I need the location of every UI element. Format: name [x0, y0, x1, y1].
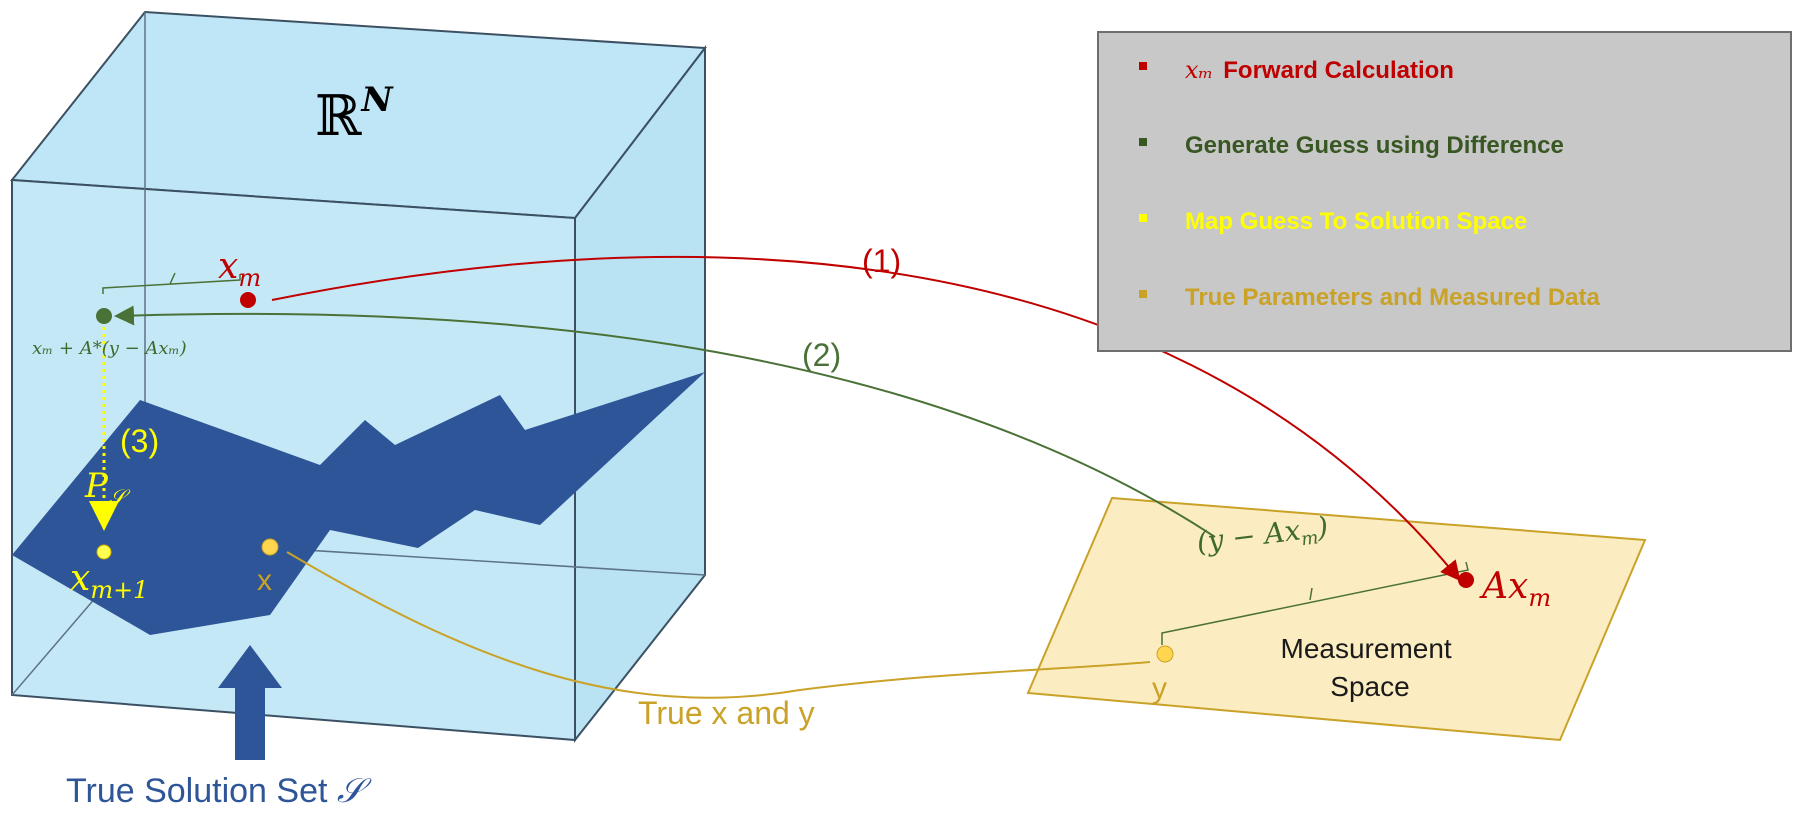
projection-label: P𝒮 [84, 466, 131, 511]
legend-item-guess: Generate Guess using Difference [1139, 127, 1564, 165]
measurement-space-label: Measurement Space [1281, 633, 1460, 702]
y-point [1156, 645, 1174, 663]
legend-item-true-params: True Parameters and Measured Data [1139, 279, 1699, 317]
axm-label: Axm [1479, 566, 1551, 612]
legend-bullet-red [1139, 62, 1147, 70]
xm-label: xm [218, 246, 261, 292]
guess-point [96, 308, 112, 324]
xm-point [240, 292, 256, 308]
solution-set-pointer-arrow [218, 645, 282, 760]
x-label: x [257, 564, 272, 597]
true-solution-set [12, 372, 705, 635]
guess-label: xₘ + A*(y − Axₘ) [32, 338, 187, 359]
legend-bullet-gold [1139, 290, 1147, 298]
axm-point [1458, 572, 1474, 588]
forward-calculation-arrow [271, 255, 1461, 582]
legend-label: Generate Guess using Difference [1185, 132, 1564, 159]
legend-label: Forward Calculation [1223, 57, 1454, 84]
legend-math: xₘ [1185, 56, 1214, 84]
step-3-label: (3) [120, 423, 159, 459]
measurement-space-plane [1026, 496, 1647, 742]
legend-label: Map Guess To Solution Space [1185, 208, 1528, 235]
space-label: ℝN [315, 80, 395, 149]
true-xy-label: True x and y [638, 695, 815, 731]
xm1-label: xm+1 [70, 558, 148, 604]
generate-guess-arrow [114, 305, 1216, 538]
legend-bullet-green [1139, 138, 1147, 146]
difference-bracket [1161, 561, 1469, 645]
legend-item-map: Map Guess To Solution Space [1139, 203, 1527, 241]
update-step-bracket [102, 272, 241, 294]
xm1-point [96, 544, 112, 560]
legend-label: True Parameters and Measured Data [1185, 284, 1600, 311]
y-label: y [1152, 672, 1167, 705]
solution-set-label: True Solution Set 𝒮 [66, 771, 372, 811]
step-1-label: (1) [862, 243, 901, 279]
x-point [261, 538, 279, 556]
step-2-label: (2) [802, 337, 841, 373]
legend: xₘ Forward Calculation Generate Guess usi… [1097, 31, 1792, 352]
true-x-to-y-curve [286, 551, 1151, 699]
legend-bullet-yellow [1139, 214, 1147, 222]
legend-item-forward: xₘ Forward Calculation [1139, 51, 1454, 90]
